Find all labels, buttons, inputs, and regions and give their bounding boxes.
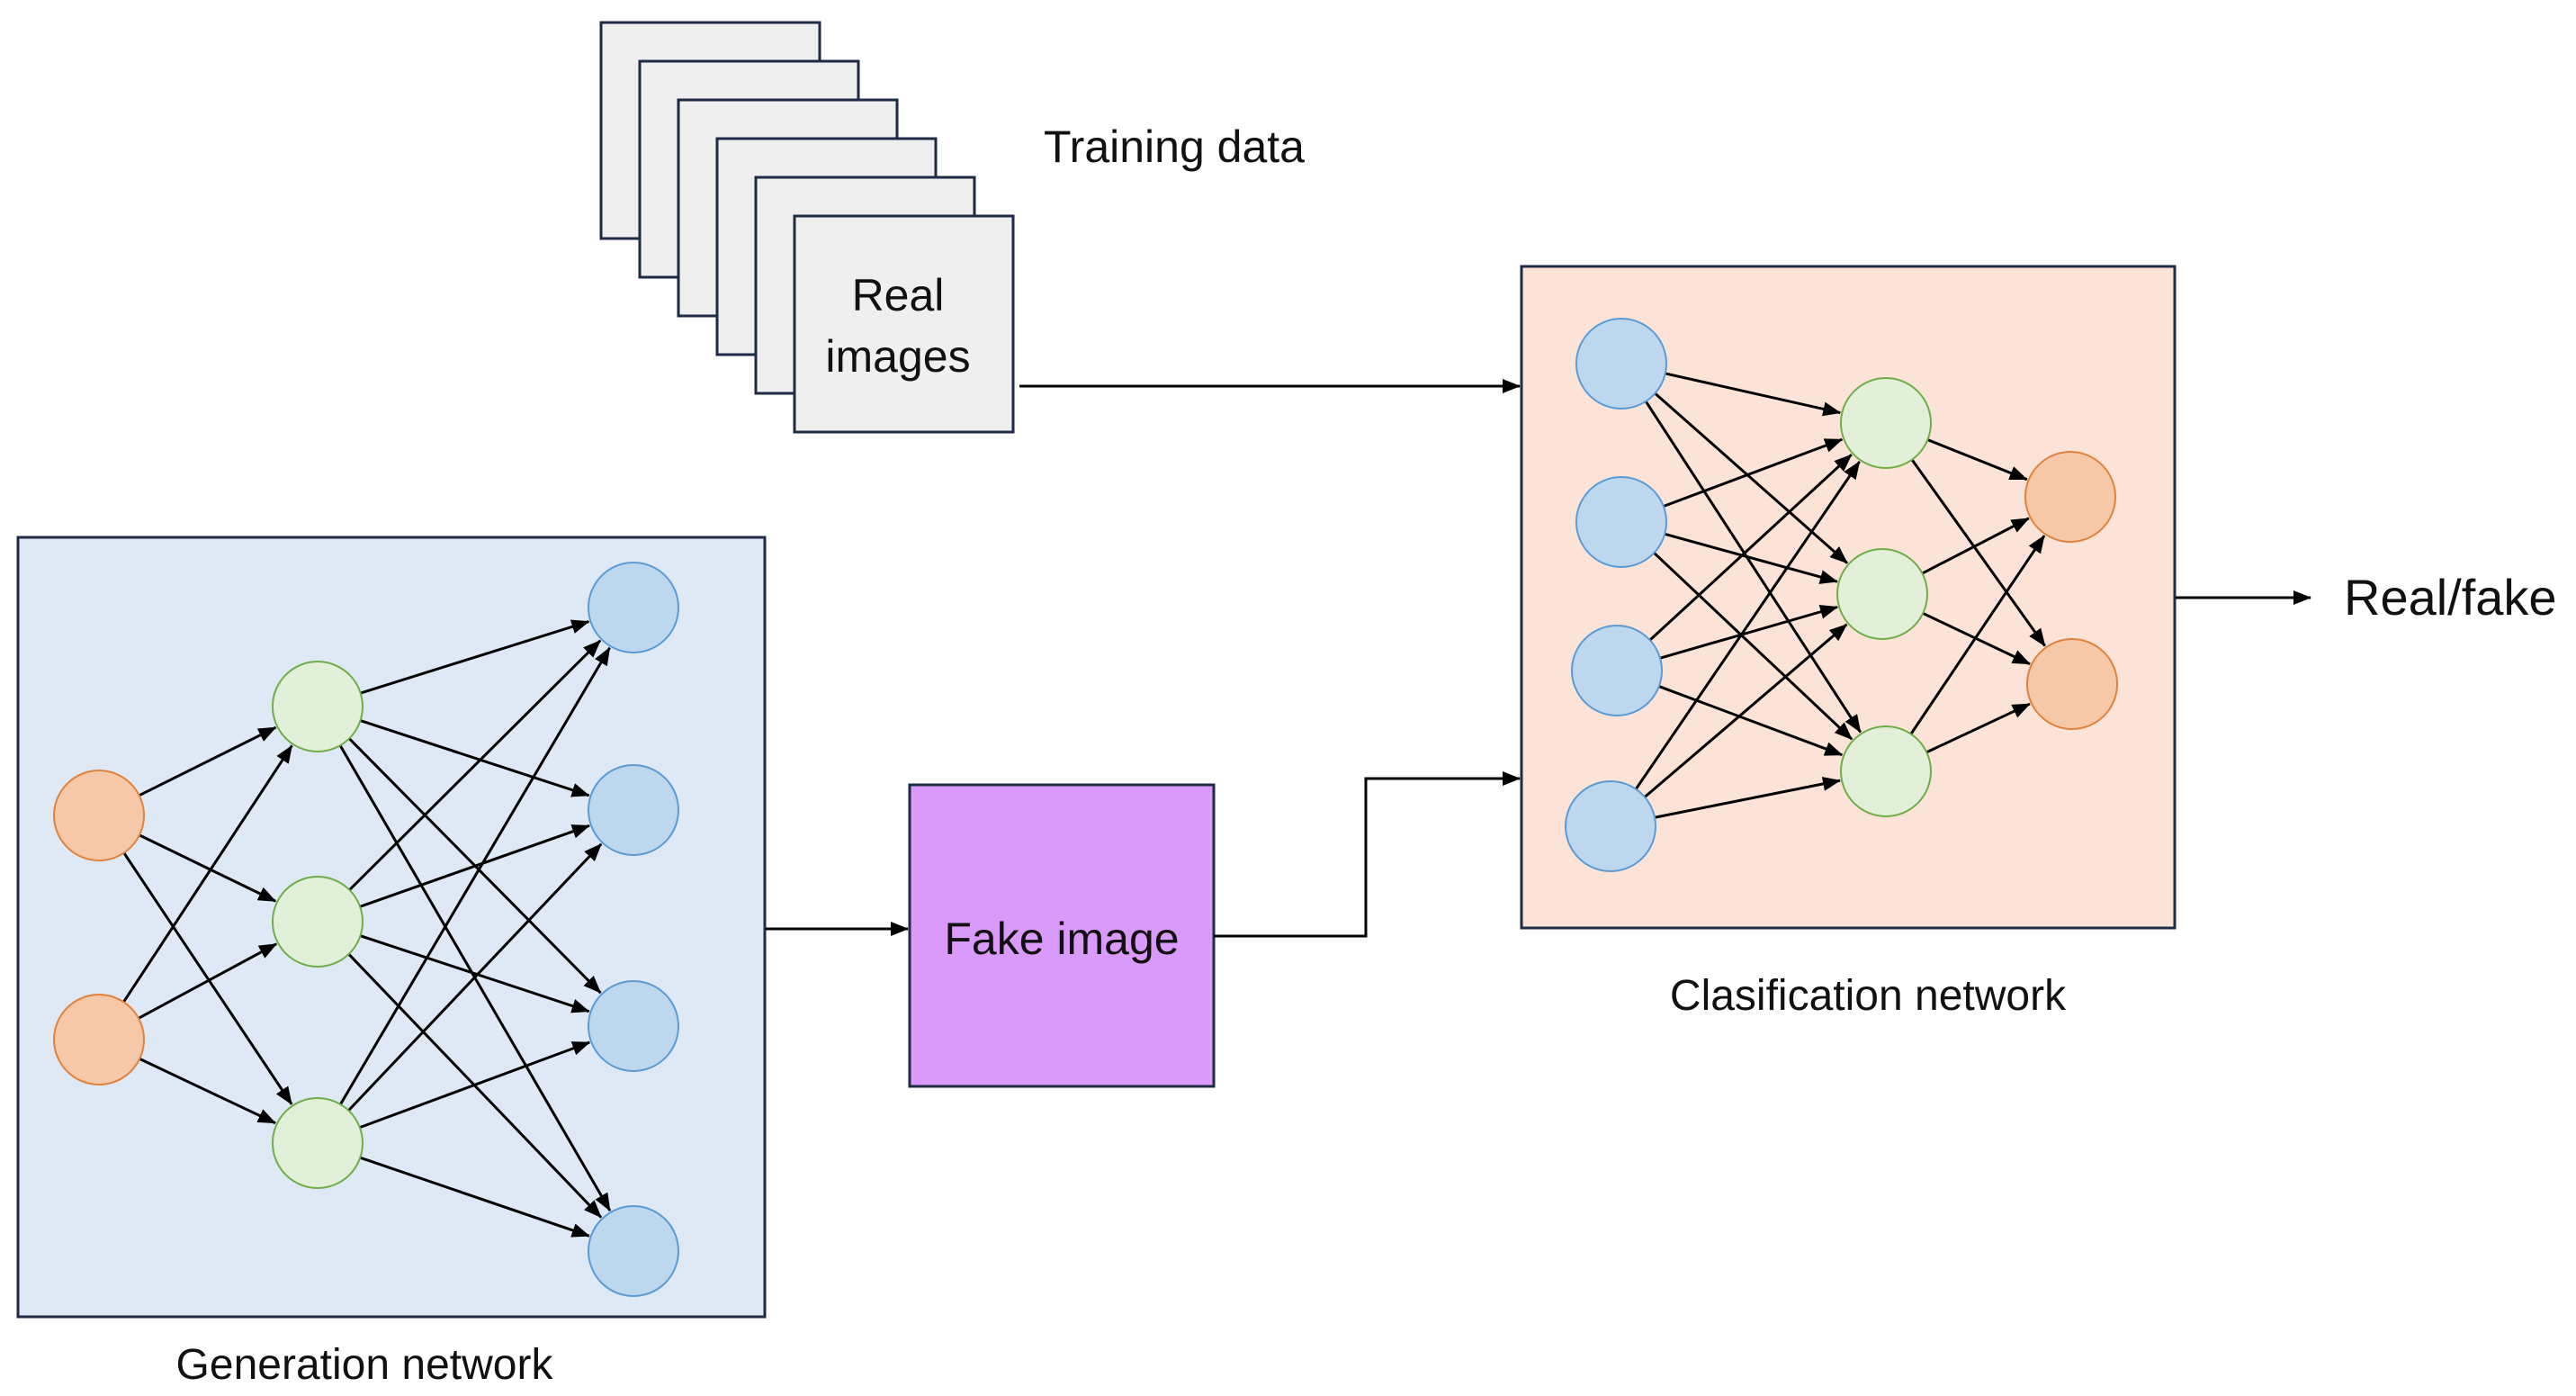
classification-node-orange — [2024, 451, 2116, 543]
classification-node-green — [1840, 377, 1932, 469]
classification-network-edges — [1634, 372, 2047, 819]
generation-node-blue — [588, 1205, 679, 1297]
classification-edge — [1926, 438, 2028, 482]
generation-edge — [360, 719, 590, 797]
classification-edge — [1664, 532, 1838, 584]
classification-edge — [1665, 372, 1842, 417]
classification-edge — [1648, 454, 1853, 642]
generation-edge — [359, 1156, 590, 1238]
generation-node-orange — [53, 994, 145, 1085]
classification-network-nodes — [1565, 318, 2118, 872]
generation-network-edges — [122, 619, 612, 1238]
generation-network-label: Generation network — [176, 1341, 554, 1389]
classification-edge — [1925, 702, 2031, 754]
classification-node-blue — [1575, 476, 1667, 568]
classification-node-green — [1836, 548, 1928, 640]
training-data-stack — [599, 21, 1015, 434]
generation-node-green — [272, 661, 364, 752]
classification-edge — [1659, 604, 1838, 660]
classification-node-blue — [1571, 625, 1663, 716]
classification-edge — [1654, 777, 1841, 819]
real-images-label-line1: Real — [852, 270, 945, 320]
generation-node-orange — [53, 770, 145, 861]
training-data-label: Training data — [1044, 122, 1305, 172]
generation-edge — [122, 744, 293, 1004]
generation-edge — [360, 619, 590, 695]
classification-edge — [1909, 535, 2046, 735]
classification-edge — [1663, 437, 1844, 508]
classification-edge — [1658, 685, 1844, 757]
generation-edge — [359, 824, 590, 908]
generation-network-panel — [16, 536, 767, 1319]
classification-node-blue — [1565, 780, 1656, 872]
generation-edge — [139, 1058, 276, 1125]
classification-edge — [1921, 517, 2030, 575]
generation-edge — [347, 842, 603, 1112]
generation-node-green — [272, 1097, 364, 1189]
generation-edge — [139, 725, 277, 797]
classification-edge — [1644, 401, 1862, 734]
classification-node-blue — [1575, 318, 1667, 410]
generation-node-green — [272, 876, 364, 968]
generation-edge — [348, 639, 602, 891]
classification-edge — [1653, 552, 1853, 741]
classification-node-green — [1840, 725, 1932, 817]
generation-edge — [122, 851, 293, 1105]
generation-node-blue — [588, 764, 679, 856]
generation-edge — [360, 934, 590, 1013]
classification-edge — [1634, 461, 1861, 790]
generation-edge — [139, 833, 277, 903]
generation-network-nodes — [53, 562, 679, 1297]
generation-edge — [138, 942, 278, 1020]
classification-edge — [1644, 623, 1848, 798]
real-images-label-line2: images — [825, 331, 970, 382]
classification-edge — [1910, 458, 2047, 647]
classification-node-orange — [2026, 638, 2118, 730]
generation-edge — [339, 646, 611, 1105]
generation-edge — [359, 1040, 591, 1130]
output-label: Real/fake — [2344, 569, 2557, 626]
fake-image-label: Fake image — [944, 914, 1179, 964]
classification-network-label: Clasification network — [1670, 972, 2067, 1020]
arrow-fake-image-to-classifier — [1214, 771, 1521, 938]
real-images-frame-front — [793, 214, 1015, 434]
classification-edge — [1654, 392, 1849, 564]
generation-node-blue — [588, 562, 679, 653]
generation-node-blue — [588, 980, 679, 1072]
